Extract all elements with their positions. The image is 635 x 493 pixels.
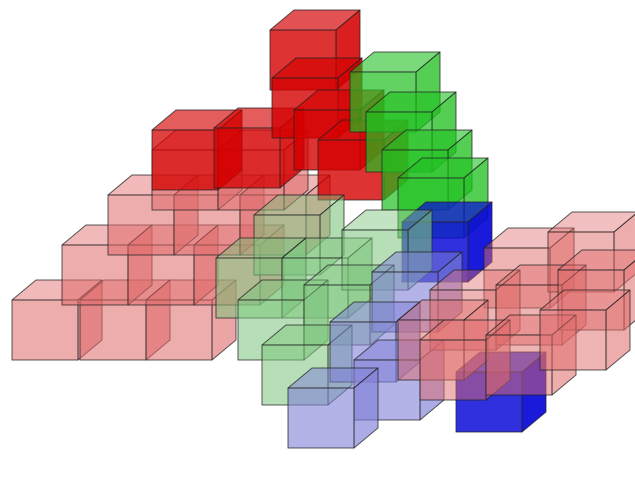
red-solid-base-cube-1-front (214, 128, 280, 188)
red-solid-base-cube-0-front (152, 130, 218, 190)
red-translucent-cube-0-front (12, 300, 78, 360)
red-translucent-right-cube-8-front (540, 310, 606, 370)
red-translucent-cube-1-front (80, 300, 146, 360)
red-translucent-cube-2-front (146, 300, 212, 360)
blue-translucent-cube-3-front (288, 388, 354, 448)
red-translucent-right-cube-6-front (420, 340, 486, 400)
